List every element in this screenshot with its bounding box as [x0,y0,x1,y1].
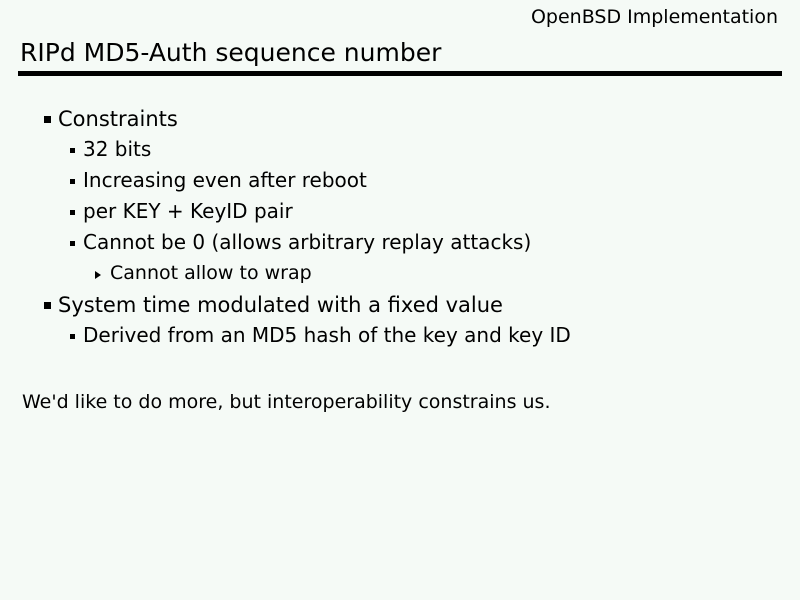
triangle-bullet-icon [95,271,101,279]
closing-note: We'd like to do more, but interoperabili… [22,391,551,413]
list-item-label: Constraints [58,107,178,131]
list-item: Cannot allow to wrap [0,259,800,290]
slide-title: RIPd MD5-Auth sequence number [20,38,442,67]
list-item-label: System time modulated with a fixed value [58,293,503,317]
list-item: System time modulated with a fixed value [0,290,800,321]
list-item: Constraints [0,104,800,135]
list-item-label: per KEY + KeyID pair [83,199,293,223]
list-item: per KEY + KeyID pair [0,197,800,228]
small-square-bullet-icon [70,179,75,184]
bullet-list: Constraints 32 bits Increasing even afte… [0,104,800,352]
list-item-label: Increasing even after reboot [83,168,367,192]
list-item-label: Cannot allow to wrap [110,262,312,284]
list-item: Cannot be 0 (allows arbitrary replay att… [0,228,800,259]
list-item: Increasing even after reboot [0,166,800,197]
list-item-label: Cannot be 0 (allows arbitrary replay att… [83,230,532,254]
running-title: OpenBSD Implementation [530,6,778,28]
square-bullet-icon [44,302,51,309]
small-square-bullet-icon [70,148,75,153]
list-item: Derived from an MD5 hash of the key and … [0,321,800,352]
small-square-bullet-icon [70,241,75,246]
list-item-label: Derived from an MD5 hash of the key and … [83,323,571,347]
small-square-bullet-icon [70,210,75,215]
list-item-label: 32 bits [83,137,152,161]
title-divider-rule [18,71,782,76]
list-item: 32 bits [0,135,800,166]
small-square-bullet-icon [70,334,75,339]
square-bullet-icon [44,116,51,123]
